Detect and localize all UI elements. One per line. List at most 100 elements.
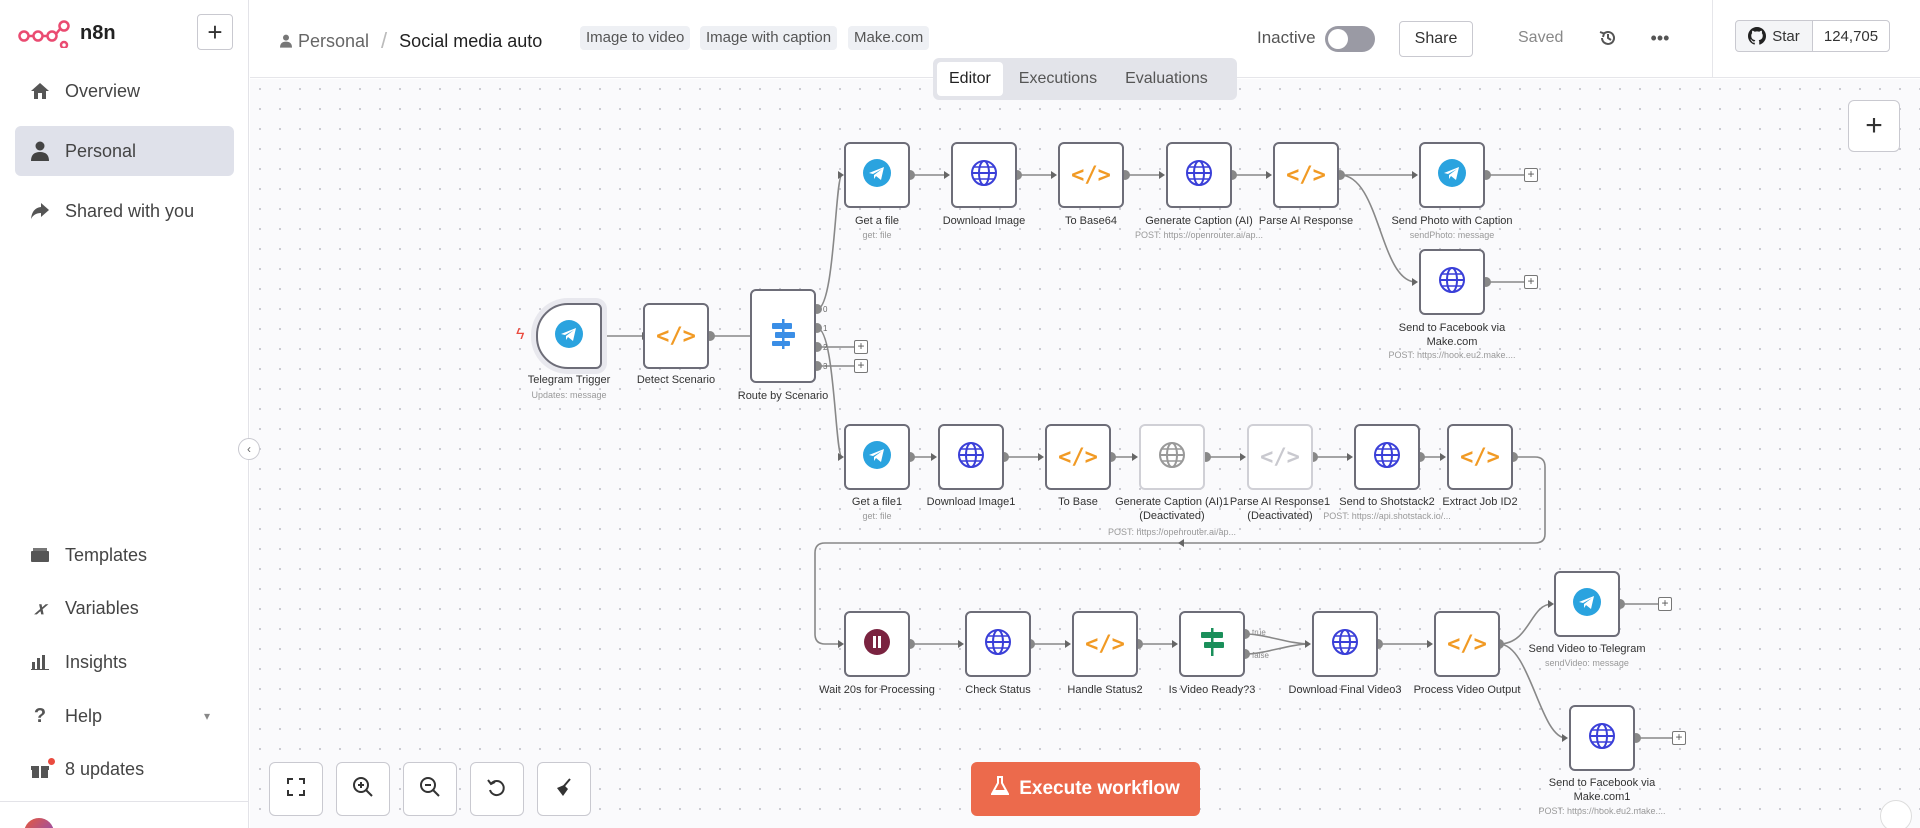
node-send-facebook1[interactable] [1569,705,1635,771]
node-subtitle: sendPhoto: message [1409,230,1495,240]
node-is-video-ready3[interactable] [1179,611,1245,677]
add-output-plus[interactable]: + [1524,168,1538,182]
node-detect-scenario[interactable]: </> [643,303,709,369]
sidebar-item-overview[interactable]: Overview [15,66,234,116]
node-label: To Base64 [1065,215,1117,227]
sidebar-item-insights[interactable]: Insights [15,637,234,687]
breadcrumb-project[interactable]: Personal [298,30,370,51]
node-send-video-telegram[interactable] [1554,571,1620,637]
avatar[interactable] [24,818,54,828]
node-download-image[interactable] [951,142,1017,208]
node-subtitle: get: file [862,230,892,240]
sidebar-item-updates[interactable]: 8 updates [15,744,234,794]
globe-icon [1372,440,1402,475]
node-parse-ai-response1[interactable]: </> [1247,424,1313,490]
tidy-up-button[interactable] [537,762,591,816]
node-label: Download Image [942,215,1026,227]
node-handle-status2[interactable]: </> [1072,611,1138,677]
execute-workflow-button[interactable]: Execute workflow [971,762,1200,816]
branch-label-false: false [1252,651,1269,660]
node-label: Send Photo with Caption [1391,215,1513,227]
add-output-plus[interactable]: + [1672,731,1686,745]
globe-icon [956,440,986,475]
workflow-name[interactable]: Social media auto [399,30,543,51]
create-button[interactable]: + [197,14,233,50]
n8n-logo[interactable]: n8n [18,18,116,48]
ask-ai-icon[interactable] [1880,800,1912,828]
node-label: Check Status [965,684,1031,696]
active-toggle[interactable] [1325,26,1375,52]
node-label: Route by Scenario [737,390,829,402]
node-label: Download Image1 [926,496,1016,508]
node-subtitle: get: file [862,511,892,521]
telegram-icon [862,440,892,475]
node-to-base[interactable]: </> [1045,424,1111,490]
node-label: Wait 20s for Processing [819,684,935,696]
add-output-plus[interactable]: + [854,340,868,354]
node-wait-20s[interactable] [844,611,910,677]
trigger-bolt-icon: ϟ [516,326,525,343]
node-telegram-trigger[interactable] [536,303,602,369]
globe-icon [1437,265,1467,300]
node-route-by-scenario[interactable] [750,289,816,383]
node-get-a-file[interactable] [844,142,910,208]
node-download-image1[interactable] [938,424,1004,490]
history-icon[interactable] [1596,26,1620,50]
add-node-button[interactable]: + [1848,100,1900,152]
sidebar-item-shared[interactable]: Shared with you [15,186,234,236]
globe-icon [1184,158,1214,193]
tab-editor[interactable]: Editor [937,62,1003,96]
node-send-facebook[interactable] [1419,249,1485,315]
node-download-final-video3[interactable] [1312,611,1378,677]
sidebar-item-personal[interactable]: Personal [15,126,234,176]
node-label: Send to Facebook via Make.com [1398,322,1506,348]
github-star-button[interactable]: Star [1735,20,1813,52]
switch-icon [769,317,797,356]
node-label: Send Video to Telegram [1528,643,1646,655]
github-star-count[interactable]: 124,705 [1812,20,1890,52]
add-output-plus[interactable]: + [1658,597,1672,611]
node-parse-ai-response[interactable]: </> [1273,142,1339,208]
globe-icon [1587,721,1617,756]
sidebar-item-label: Help [65,705,103,726]
code-icon: </> [1085,631,1125,657]
node-generate-caption[interactable] [1166,142,1232,208]
zoom-out-button[interactable] [403,762,457,816]
tag-image-to-video[interactable]: Image to video [580,26,691,50]
github-star-label: Star [1772,27,1800,45]
zoom-to-fit-button[interactable] [269,762,323,816]
node-extract-job-id2[interactable]: </> [1447,424,1513,490]
zoom-in-button[interactable] [336,762,390,816]
tag-image-with-caption[interactable]: Image with caption [700,26,838,50]
globe-icon [1157,440,1187,475]
divider [0,801,249,802]
sidebar-item-templates[interactable]: Templates [15,530,234,580]
add-output-plus[interactable]: + [1524,275,1538,289]
add-output-plus[interactable]: + [854,359,868,373]
node-send-photo-caption[interactable] [1419,142,1485,208]
gift-icon [29,760,51,778]
box-icon [29,547,51,563]
share-button[interactable]: Share [1399,21,1473,57]
node-check-status[interactable] [965,611,1031,677]
node-send-shotstack2[interactable] [1354,424,1420,490]
node-process-video-output[interactable]: </> [1434,611,1500,677]
node-label: Download Final Video3 [1288,684,1402,696]
app-name: n8n [80,21,116,44]
node-subtitle: sendVideo: message [1545,658,1629,668]
tab-evaluations[interactable]: Evaluations [1125,70,1208,87]
node-to-base64[interactable]: </> [1058,142,1124,208]
fit-view-icon [286,777,306,802]
reset-zoom-button[interactable] [470,762,524,816]
tab-executions[interactable]: Executions [1018,70,1098,87]
globe-icon [1330,627,1360,662]
node-generate-caption1[interactable] [1139,424,1205,490]
sidebar-item-help[interactable]: ? Help ▾ [15,691,234,741]
sidebar-item-variables[interactable]: 𝑥 Variables [15,583,234,633]
more-options-icon[interactable]: ••• [1650,27,1670,48]
node-get-a-file1[interactable] [844,424,910,490]
tag-make-com[interactable]: Make.com [848,26,930,50]
question-icon: ? [33,704,47,727]
user-icon [29,141,51,161]
sidebar-collapse-button[interactable]: ‹ [238,438,260,460]
